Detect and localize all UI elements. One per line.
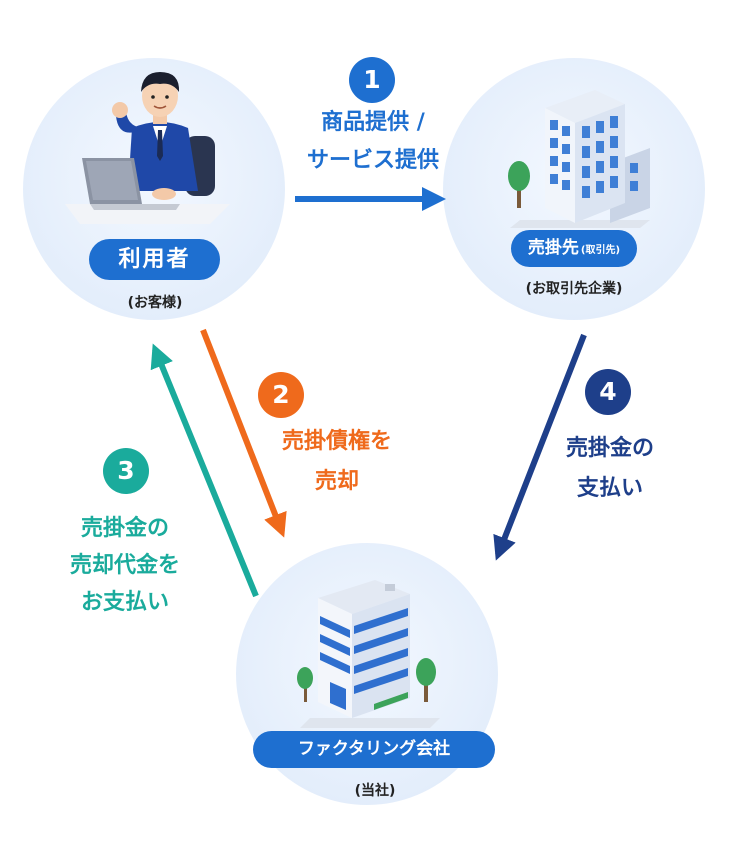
step-3-text: 売掛金の 売却代金を お支払い: [50, 510, 200, 621]
step-4-text: 売掛金の 支払い: [545, 429, 675, 509]
client-sublabel: (お取引先企業): [525, 281, 623, 297]
step-2-text: 売掛債権を 売却: [252, 422, 422, 502]
arrow-step-4: [493, 333, 587, 561]
arrow-step-3: [150, 343, 259, 598]
client-label-small: (取引先): [580, 245, 621, 256]
step-2-badge: 2: [258, 372, 304, 418]
step-4-badge: 4: [585, 369, 631, 415]
factoring-building-icon: [297, 580, 440, 728]
step-1-line-2: サービス提供: [306, 148, 439, 173]
client-building-icon: [508, 90, 650, 228]
step-3-line-2: 売却代金を: [69, 553, 180, 578]
factoring-label: ファクタリング会社: [253, 731, 495, 768]
step-4-line-1: 売掛金の: [565, 436, 654, 461]
step-3-line-3: お支払い: [80, 590, 169, 615]
arrow-step-2: [200, 328, 287, 538]
step-1-badge: 1: [349, 57, 395, 103]
businessman-at-laptop-icon: [65, 72, 230, 224]
step-1-line-1: 商品提供 /: [321, 110, 425, 135]
user-label: 利用者: [89, 239, 220, 280]
factoring-sublabel: (当社): [354, 783, 396, 799]
client-label-main: 売掛先: [527, 238, 579, 258]
step-3-badge: 3: [103, 448, 149, 494]
client-label: 売掛先(取引先): [511, 230, 637, 267]
step-2-line-2: 売却: [314, 469, 359, 494]
step-1-text: 商品提供 / サービス提供: [283, 104, 463, 180]
user-sublabel: (お客様): [127, 295, 183, 311]
step-3-line-1: 売掛金の: [80, 516, 169, 541]
step-4-line-2: 支払い: [576, 476, 643, 501]
step-2-line-1: 売掛債権を: [281, 429, 392, 454]
